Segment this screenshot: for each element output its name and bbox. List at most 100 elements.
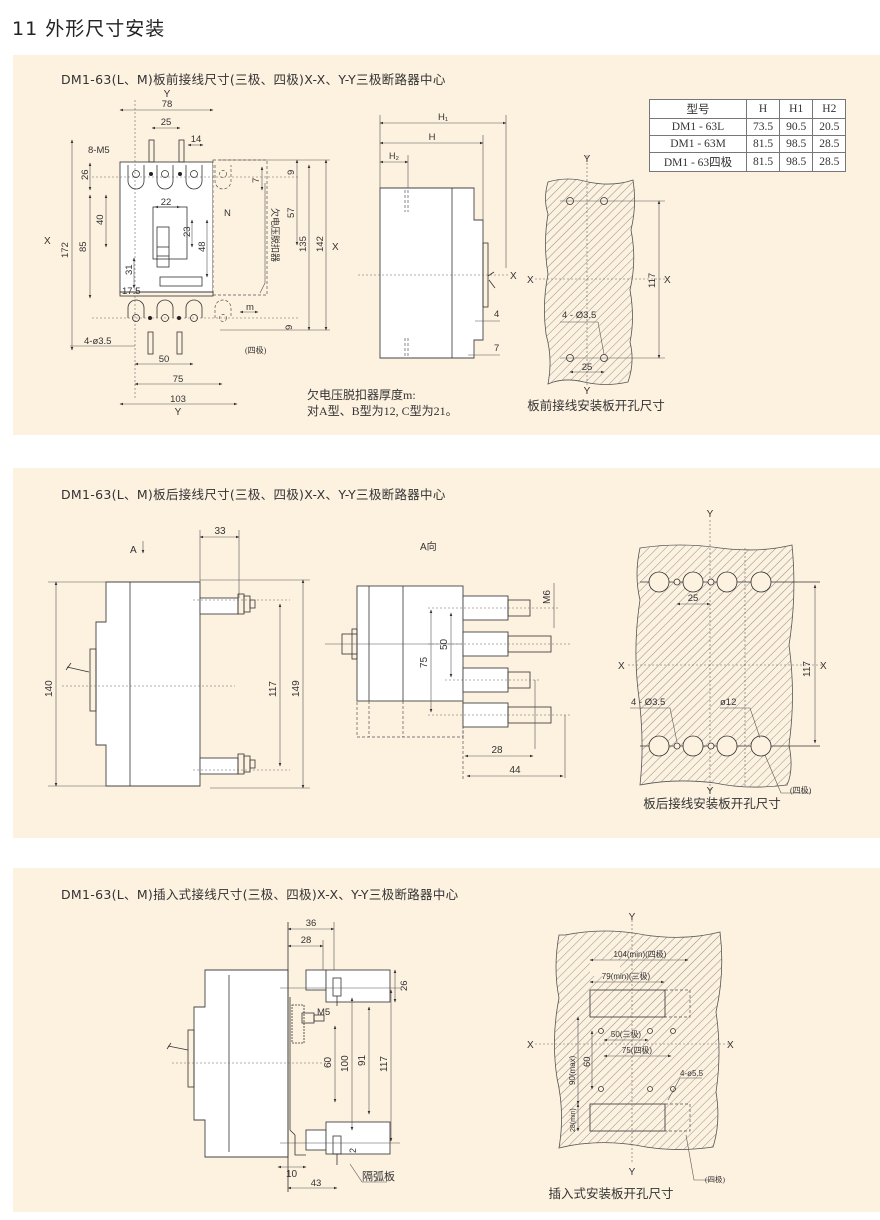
dim-75: 75 <box>419 656 430 668</box>
dim-117: 117 <box>379 1056 390 1072</box>
section-title: DM1-63(L、M)板前接线尺寸(三极、四极)X-X、Y-Y三极断路器中心 <box>61 72 446 87</box>
plugin-mount-holes <box>598 1028 676 1092</box>
rear-cutout-drawing: Y X X 25 117 4 - Ø3.5 ø12 (四极) Y 板后接线安装板… <box>618 509 827 811</box>
dim-26: 26 <box>399 980 410 991</box>
axis-y-bottom: Y <box>175 407 182 418</box>
four-pole-note: (四极) <box>705 1174 725 1184</box>
model-dimension-table: 型号 H H1 H2 DM1 - 63L 73.5 90.5 20.5 DM1 … <box>649 99 847 172</box>
thread-label: M5 <box>317 1007 330 1018</box>
dim-28: 28 <box>301 935 312 946</box>
dim-14: 14 <box>191 134 202 145</box>
dim-117: 117 <box>268 681 279 697</box>
dim-79-min: 79(min)(三极) <box>602 971 651 981</box>
dim-44: 44 <box>509 765 521 776</box>
dim-50: 50(三极) <box>611 1029 642 1039</box>
dim-91: 91 <box>357 1054 368 1066</box>
four-pole-note: (四极) <box>245 345 267 355</box>
axis-y-top: Y <box>707 509 714 520</box>
table-cell: 20.5 <box>812 118 847 136</box>
table-cell: 81.5 <box>745 152 781 172</box>
axis-y-bottom: Y <box>584 386 591 397</box>
axis-x-right: X <box>332 242 339 253</box>
dim-60: 60 <box>582 1056 593 1067</box>
dim-9-top: 9 <box>286 170 297 175</box>
section-title: DM1-63(L、M)插入式接线尺寸(三极、四极)X-X、Y-Y三极断路器中心 <box>61 887 459 902</box>
hole-label: 4 - Ø3.5 <box>631 697 665 708</box>
four-pole-note: (四极) <box>790 785 812 795</box>
dim-117: 117 <box>647 273 658 288</box>
dim-36: 36 <box>306 918 317 929</box>
dim-H2: H₂ <box>389 151 399 161</box>
dim-48: 48 <box>197 241 208 252</box>
axis-x-right: X <box>820 661 827 672</box>
hole-label: 4-ø3.5 <box>84 336 111 347</box>
table-row: DM1 - 63四极 81.5 98.5 28.5 <box>649 152 847 172</box>
cutout-caption: 板前接线安装板开孔尺寸 <box>527 398 665 413</box>
dim-100: 100 <box>340 1055 351 1072</box>
axis-x-label: X <box>510 271 517 282</box>
axis-x-right: X <box>664 275 671 286</box>
rear-cutout-holes <box>648 571 772 757</box>
page-title: 11 外形尺寸安装 <box>12 18 166 40</box>
dim-26: 26 <box>80 169 91 180</box>
dim-104-min: 104(min)(四极) <box>614 949 667 959</box>
dim-2: 2 <box>348 1148 358 1153</box>
dim-50: 50 <box>159 354 170 365</box>
dim-142: 142 <box>315 236 326 252</box>
thread-label: M6 <box>542 590 553 604</box>
dim-28-min: 28(min) <box>570 1108 577 1132</box>
dim-90-max: 90(max) <box>568 1055 577 1085</box>
top-terminals <box>127 139 232 190</box>
dim-25: 25 <box>582 362 593 373</box>
axis-y-bottom: Y <box>707 786 714 797</box>
axis-x-left: X <box>44 236 51 247</box>
dim-103: 103 <box>170 394 186 405</box>
dim-25: 25 <box>161 117 172 128</box>
dim-43: 43 <box>311 1178 322 1189</box>
section-plug-in-wiring: DM1-63(L、M)插入式接线尺寸(三极、四极)X-X、Y-Y三极断路器中心 <box>13 868 880 1212</box>
dim-85: 85 <box>78 241 89 252</box>
dim-60: 60 <box>323 1056 334 1068</box>
undervoltage-label: 欠电压脱扣器 <box>270 208 281 262</box>
undervoltage-note-line2: 对A型、B型为12, C型为21。 <box>307 404 458 418</box>
a-view-label: A向 <box>420 540 437 553</box>
dim-17-5: 17.5 <box>122 286 141 297</box>
dim-117: 117 <box>802 661 813 677</box>
dim-172: 172 <box>60 242 71 258</box>
table-row: DM1 - 63L 73.5 90.5 20.5 <box>649 118 847 136</box>
dim-25: 25 <box>688 593 699 604</box>
view-arrow-label: A <box>130 545 137 556</box>
section-title: DM1-63(L、M)板后接线尺寸(三极、四极)X-X、Y-Y三极断路器中心 <box>61 487 446 502</box>
front-cutout-drawing: Y X X 117 4 - Ø3.5 25 Y 板前接线安装板开孔尺寸 <box>527 154 671 413</box>
axis-x-left: X <box>527 1040 534 1051</box>
dim-33: 33 <box>214 526 226 537</box>
side-view-drawing: H₁ H H₂ 4 7 X <box>358 112 517 359</box>
arc-plate-label: 隔弧板 <box>362 1169 395 1183</box>
dim-149: 149 <box>291 680 302 697</box>
front-view-drawing: Y 78 25 14 8-M5 26 X 172 85 40 22 23 48 … <box>44 89 339 418</box>
dim-H1: H₁ <box>438 112 448 123</box>
thread-label: 8-M5 <box>88 145 110 156</box>
hole-label: 4 - Ø3.5 <box>562 310 596 321</box>
table-cell: 28.5 <box>812 152 847 172</box>
table-cell: DM1 - 63四极 <box>649 152 747 172</box>
rear-terminal-studs <box>237 593 256 775</box>
undervoltage-note-line1: 欠电压脱扣器厚度m: <box>307 387 416 402</box>
plugin-cutout-drawing: Y X X 104(min)(四极) 79(min)(三极) 50(三极) 75… <box>527 912 734 1201</box>
axis-y-bottom: Y <box>629 1167 636 1178</box>
neutral-label: N <box>224 208 231 219</box>
dim-23: 23 <box>182 226 193 237</box>
dim-H: H <box>429 132 436 143</box>
dim-75: 75(四极) <box>622 1045 653 1055</box>
dim-78: 78 <box>162 99 173 110</box>
dim-50: 50 <box>439 638 450 650</box>
hole-12-label: ø12 <box>720 697 736 708</box>
dim-57: 57 <box>286 207 297 218</box>
dim-40: 40 <box>95 214 106 225</box>
cutout-caption: 插入式安装板开孔尺寸 <box>548 1186 673 1201</box>
bottom-terminals <box>119 291 232 355</box>
axis-x-right: X <box>727 1040 734 1051</box>
four-pole-outline <box>212 159 268 296</box>
dim-7: 7 <box>494 343 499 354</box>
